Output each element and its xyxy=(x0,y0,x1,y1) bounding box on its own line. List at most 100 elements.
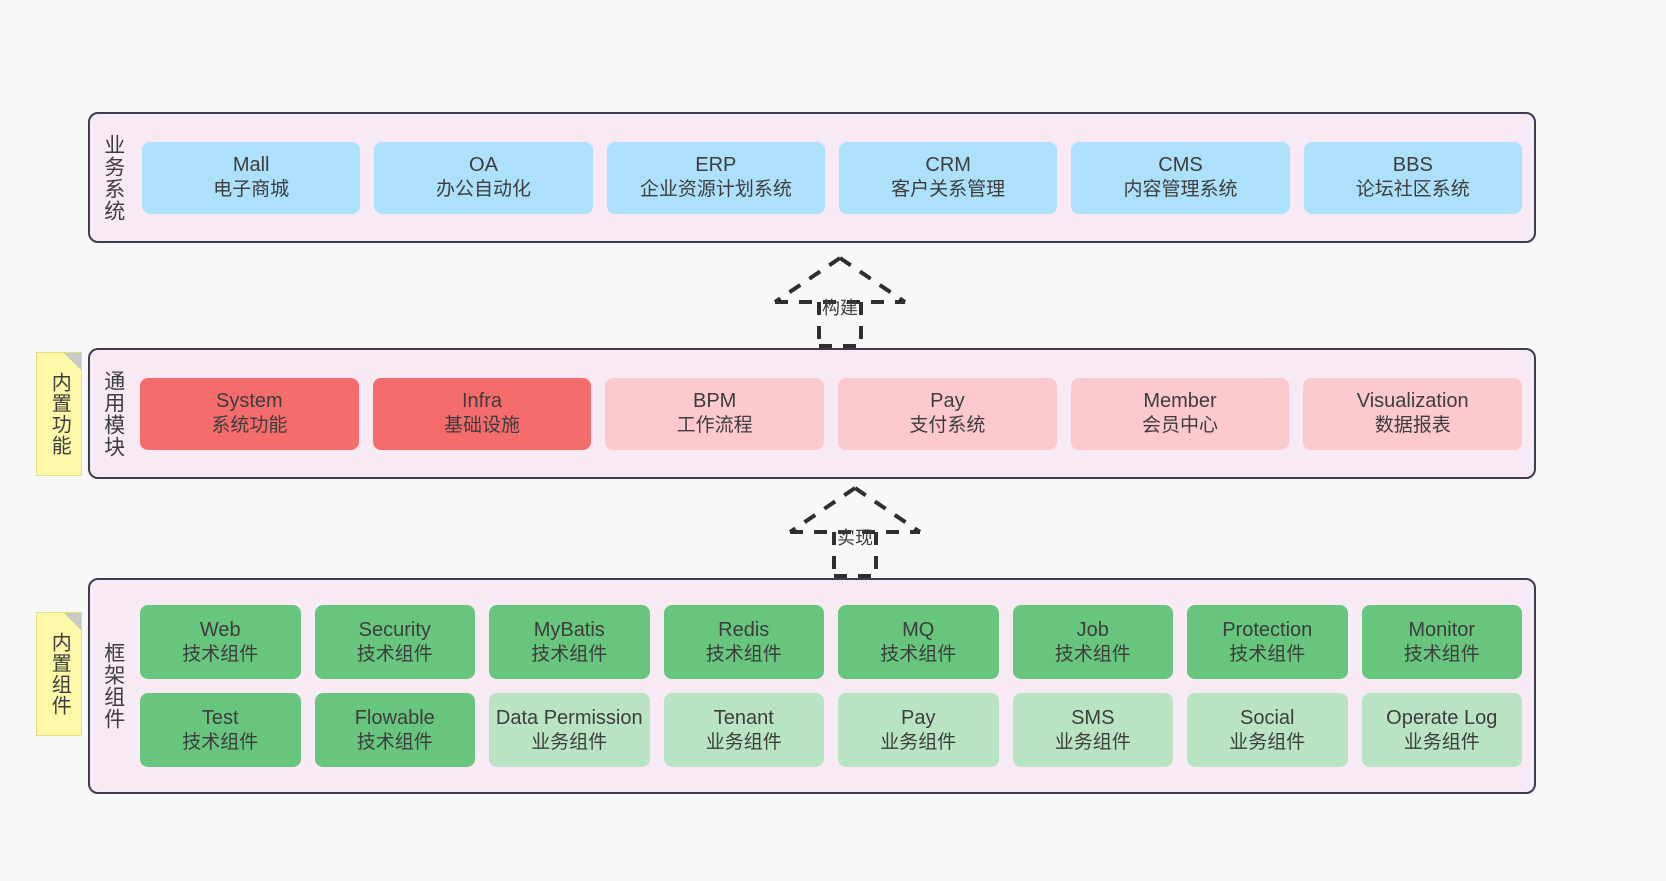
card-operate-log-name: Operate Log xyxy=(1386,706,1498,729)
card-tenant-name: Tenant xyxy=(713,706,774,729)
section-title-common-modules: 通用模块 xyxy=(101,369,125,458)
card-sms-name: SMS xyxy=(1071,706,1115,729)
card-row-common-modules: System 系统功能 Infra 基础设施 BPM 工作流程 Pay 支付系统… xyxy=(140,377,1523,450)
card-mall-sub: 电子商城 xyxy=(213,179,290,201)
card-operate-log[interactable]: Operate Log 业务组件 xyxy=(1361,693,1522,767)
card-pay-module-name: Pay xyxy=(930,390,965,413)
card-mq-sub: 技术组件 xyxy=(880,643,957,665)
card-social-sub: 业务组件 xyxy=(1229,731,1306,753)
card-data-permission-name: Data Permission xyxy=(495,706,643,729)
card-visualization-name: Visualization xyxy=(1356,390,1469,413)
card-monitor-sub: 技术组件 xyxy=(1403,643,1480,665)
card-crm[interactable]: CRM 客户关系管理 xyxy=(838,141,1058,214)
card-job-name: Job xyxy=(1076,618,1109,641)
card-crm-name: CRM xyxy=(925,154,971,177)
arrow-build-icon xyxy=(773,256,907,348)
arrow-implement: 实现 xyxy=(770,482,940,578)
card-flowable-name: Flowable xyxy=(354,706,435,729)
card-system[interactable]: System 系统功能 xyxy=(140,377,359,450)
card-operate-log-sub: 业务组件 xyxy=(1403,731,1480,753)
card-bbs-name: BBS xyxy=(1392,154,1433,177)
card-test[interactable]: Test 技术组件 xyxy=(140,693,301,767)
card-row-technical-components: Web 技术组件 Security 技术组件 MyBatis 技术组件 Redi… xyxy=(140,605,1522,679)
section-body-framework-components: Web 技术组件 Security 技术组件 MyBatis 技术组件 Redi… xyxy=(136,580,1534,792)
section-common-modules: 通用模块 System 系统功能 Infra 基础设施 BPM 工作流程 Pay… xyxy=(88,348,1536,479)
sticky-note-built-in-components: 内置组件 xyxy=(36,612,82,736)
card-web-sub: 技术组件 xyxy=(182,643,259,665)
card-test-sub: 技术组件 xyxy=(182,731,259,753)
card-mall[interactable]: Mall 电子商城 xyxy=(142,141,361,214)
arrow-implement-icon xyxy=(788,486,922,578)
card-sms-sub: 业务组件 xyxy=(1054,731,1131,753)
card-oa[interactable]: OA 办公自动化 xyxy=(374,141,593,214)
card-erp-sub: 企业资源计划系统 xyxy=(639,179,792,201)
card-pay-component-sub: 业务组件 xyxy=(880,731,957,753)
card-member[interactable]: Member 会员中心 xyxy=(1070,377,1290,450)
card-redis-sub: 技术组件 xyxy=(705,643,782,665)
card-test-name: Test xyxy=(201,706,239,729)
card-cms[interactable]: CMS 内容管理系统 xyxy=(1071,141,1290,214)
card-bbs[interactable]: BBS 论坛社区系统 xyxy=(1303,141,1522,214)
card-crm-sub: 客户关系管理 xyxy=(891,179,1006,201)
card-data-permission[interactable]: Data Permission 业务组件 xyxy=(489,693,650,767)
section-framework-components: 框架组件 Web 技术组件 Security 技术组件 MyBatis 技术组件… xyxy=(88,578,1536,794)
card-bbs-sub: 论坛社区系统 xyxy=(1355,179,1470,201)
card-protection-name: Protection xyxy=(1222,618,1313,641)
card-sms[interactable]: SMS 业务组件 xyxy=(1012,693,1173,767)
card-infra-sub: 基础设施 xyxy=(444,415,521,437)
arrow-build: 构建 xyxy=(755,252,925,348)
card-mall-name: Mall xyxy=(232,154,270,177)
card-monitor[interactable]: Monitor 技术组件 xyxy=(1361,605,1522,679)
card-redis-name: Redis xyxy=(718,618,770,641)
card-web[interactable]: Web 技术组件 xyxy=(140,605,301,679)
card-erp-name: ERP xyxy=(695,154,737,177)
card-cms-name: CMS xyxy=(1158,154,1203,177)
card-security-name: Security xyxy=(358,618,431,641)
card-row-business-components: Test 技术组件 Flowable 技术组件 Data Permission … xyxy=(140,693,1522,767)
card-mybatis-sub: 技术组件 xyxy=(531,643,608,665)
section-body-common-modules: System 系统功能 Infra 基础设施 BPM 工作流程 Pay 支付系统… xyxy=(136,350,1534,477)
card-monitor-name: Monitor xyxy=(1408,618,1476,641)
card-flowable[interactable]: Flowable 技术组件 xyxy=(314,693,475,767)
card-system-sub: 系统功能 xyxy=(211,415,288,437)
card-mybatis[interactable]: MyBatis 技术组件 xyxy=(489,605,650,679)
card-social-name: Social xyxy=(1240,706,1295,729)
card-security-sub: 技术组件 xyxy=(356,643,433,665)
card-tenant[interactable]: Tenant 业务组件 xyxy=(663,693,824,767)
card-social[interactable]: Social 业务组件 xyxy=(1187,693,1348,767)
card-bpm-name: BPM xyxy=(693,390,737,413)
card-erp[interactable]: ERP 企业资源计划系统 xyxy=(606,141,825,214)
card-infra[interactable]: Infra 基础设施 xyxy=(372,377,592,450)
card-infra-name: Infra xyxy=(461,390,503,413)
card-member-name: Member xyxy=(1143,390,1217,413)
sticky-note-built-in-features: 内置功能 xyxy=(36,352,82,476)
card-mq[interactable]: MQ 技术组件 xyxy=(838,605,999,679)
card-pay-module[interactable]: Pay 支付系统 xyxy=(838,377,1057,450)
section-title-business-systems: 业务系统 xyxy=(101,133,125,222)
card-job[interactable]: Job 技术组件 xyxy=(1012,605,1173,679)
card-redis[interactable]: Redis 技术组件 xyxy=(663,605,824,679)
card-data-permission-sub: 业务组件 xyxy=(531,731,608,753)
card-web-name: Web xyxy=(199,618,241,641)
card-member-sub: 会员中心 xyxy=(1142,415,1219,437)
card-security[interactable]: Security 技术组件 xyxy=(314,605,475,679)
card-visualization-sub: 数据报表 xyxy=(1374,415,1451,437)
card-pay-component[interactable]: Pay 业务组件 xyxy=(838,693,999,767)
card-system-name: System xyxy=(215,390,283,413)
card-bpm[interactable]: BPM 工作流程 xyxy=(605,377,825,450)
card-oa-sub: 办公自动化 xyxy=(435,179,531,201)
section-body-business-systems: Mall 电子商城 OA 办公自动化 ERP 企业资源计划系统 CRM 客户关系… xyxy=(136,114,1534,241)
card-tenant-sub: 业务组件 xyxy=(705,731,782,753)
section-business-systems: 业务系统 Mall 电子商城 OA 办公自动化 ERP 企业资源计划系统 CRM… xyxy=(88,112,1536,243)
card-job-sub: 技术组件 xyxy=(1054,643,1131,665)
card-row-business-systems: Mall 电子商城 OA 办公自动化 ERP 企业资源计划系统 CRM 客户关系… xyxy=(142,141,1522,214)
card-oa-name: OA xyxy=(469,154,498,177)
card-bpm-sub: 工作流程 xyxy=(676,415,753,437)
card-pay-component-name: Pay xyxy=(901,706,936,729)
card-flowable-sub: 技术组件 xyxy=(356,731,433,753)
card-protection[interactable]: Protection 技术组件 xyxy=(1187,605,1348,679)
card-cms-sub: 内容管理系统 xyxy=(1123,179,1238,201)
sticky-note-built-in-features-label: 内置功能 xyxy=(48,372,71,456)
card-visualization[interactable]: Visualization 数据报表 xyxy=(1303,377,1523,450)
sticky-note-built-in-components-label: 内置组件 xyxy=(48,632,71,716)
